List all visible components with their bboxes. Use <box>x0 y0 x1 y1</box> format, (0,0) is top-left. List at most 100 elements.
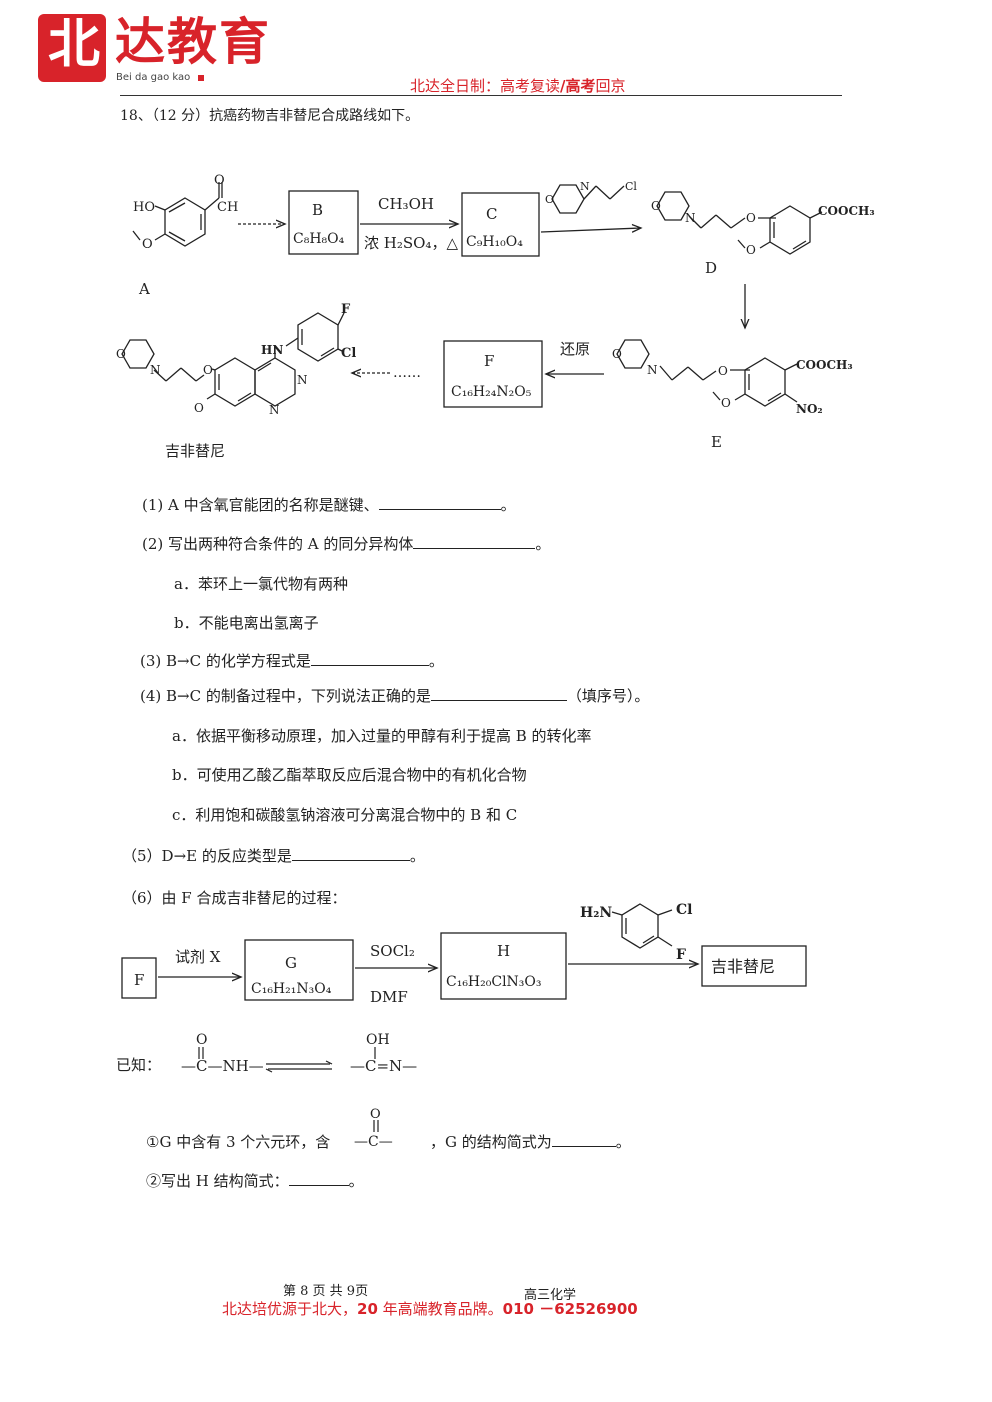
gefitinib-aryl <box>297 312 339 362</box>
reagent-cl: Cl <box>625 180 637 193</box>
e-o-meo: O <box>721 396 731 410</box>
g-hn: HN <box>261 343 283 357</box>
formula-b: C₈H₈O₄ <box>293 231 345 247</box>
gefitinib-benzene <box>214 357 256 407</box>
question-4: (4) B→C 的制备过程中，下列说法正确的是（填序号）。 <box>140 686 650 705</box>
group-o-a: O <box>142 237 153 252</box>
option-2a: a．苯环上一氯代物有两种 <box>174 575 348 593</box>
gefitinib-pyrimidine <box>254 357 296 407</box>
page-number: 第 8 页 共 9页 <box>283 1284 369 1299</box>
known-left: —C—NH— <box>181 1057 264 1075</box>
label-d: D <box>705 259 717 277</box>
e-cooch3: COOCH₃ <box>796 358 853 372</box>
compound-d-morpholine <box>656 191 690 221</box>
question-1: (1) A 中含氧官能团的名称是醚键、。 <box>142 495 516 514</box>
reagent-morpholine-ring <box>551 184 585 214</box>
answer-blank-3[interactable] <box>310 651 429 666</box>
question-2: (2) 写出两种符合条件的 A 的同分异构体。 <box>142 534 551 553</box>
compound-e-ring <box>744 357 786 407</box>
known-oh: OH <box>366 1032 390 1048</box>
g-o-meo: O <box>194 401 204 415</box>
synthesis-scheme-2: F 试剂 X G C₁₆H₂₁N₃O₄ SOCl₂ DMF H C₁₆H₂₀Cl… <box>121 902 807 1006</box>
logo-box <box>38 14 106 82</box>
box-c <box>461 192 540 257</box>
dmf: DMF <box>370 988 408 1006</box>
f-group: F <box>676 947 686 963</box>
answer-blank-6a[interactable] <box>551 1132 616 1147</box>
group-ho: HO <box>133 200 155 215</box>
option-2b: b．不能电离出氢离子 <box>174 614 319 632</box>
e-o-ether: O <box>718 364 728 378</box>
sub-question-1: ，G 的结构简式为。 <box>430 1132 631 1151</box>
question-3: (3) B→C 的化学方程式是。 <box>140 651 444 670</box>
known-right: —C=N— <box>350 1057 417 1075</box>
answer-blank-2[interactable] <box>413 534 536 549</box>
label-a: A <box>138 280 150 298</box>
sub-question-1-pre: ①G 中含有 3 个六元环，含 <box>146 1133 331 1151</box>
s2-product: 吉非替尼 <box>711 957 775 976</box>
carbonyl-c: —C— <box>354 1134 393 1150</box>
logo-pinyin: Bei da gao kao <box>116 72 191 83</box>
socl2: SOCl₂ <box>370 942 415 960</box>
known-label: 已知： <box>116 1056 161 1074</box>
g-n1: N <box>297 373 308 387</box>
answer-blank-4[interactable] <box>430 686 567 701</box>
reagent-n: N <box>580 180 590 193</box>
compound-e-morpholine <box>616 339 650 369</box>
label-c: C <box>486 205 497 223</box>
h2n-group: H₂N <box>580 905 612 921</box>
box-g <box>244 939 354 1001</box>
e-n: N <box>647 363 658 377</box>
compound-a-ring <box>164 197 206 247</box>
question-title: 18、（12 分）抗癌药物吉非替尼合成路线如下。 <box>120 108 420 124</box>
header-divider <box>120 95 842 96</box>
box-h <box>440 932 567 1000</box>
logo-dot <box>198 75 204 81</box>
group-ch: CH <box>217 200 238 215</box>
answer-blank-1[interactable] <box>378 495 501 510</box>
label-e: E <box>711 433 722 451</box>
gefitinib-morpholine <box>121 339 155 369</box>
synthesis-scheme-1: HO CH O O A B C₈H₈O₄ CH₃OH 浓 H₂SO₄，△ C C… <box>116 173 875 460</box>
reagent-top: CH₃OH <box>378 195 434 213</box>
g-o-ether: O <box>203 363 213 377</box>
answer-blank-6b[interactable] <box>288 1171 349 1186</box>
cl-group: Cl <box>676 902 692 918</box>
label-g: G <box>285 954 297 972</box>
g-f: F <box>341 302 351 317</box>
reagent-bottom: 浓 H₂SO₄，△ <box>364 234 458 252</box>
known-o: O <box>196 1032 207 1048</box>
question-5: （5）D→E 的反应类型是。 <box>122 846 425 865</box>
d-o-meo: O <box>746 243 756 257</box>
compound-d-ring <box>769 205 811 255</box>
formula-f: C₁₆H₂₄N₂O₅ <box>451 384 532 400</box>
e-no2: NO₂ <box>796 402 823 416</box>
carbonyl-o: O <box>370 1107 381 1122</box>
answer-blank-5[interactable] <box>291 846 410 861</box>
carbonyl-group: O —C— <box>354 1107 393 1150</box>
e-o-morph: O <box>612 347 622 361</box>
g-o-morph: O <box>116 347 126 361</box>
d-cooch3: COOCH₃ <box>818 204 875 218</box>
sub-question-2: ②写出 H 结构简式：。 <box>146 1171 364 1190</box>
reagent-o: O <box>545 193 554 206</box>
product-name: 吉非替尼 <box>165 442 225 460</box>
label-h: H <box>497 942 510 960</box>
d-n: N <box>685 211 696 225</box>
header-slogan: 北达全日制：高考复读/高考回京 <box>410 77 626 95</box>
formula-h: C₁₆H₂₀ClN₃O₃ <box>446 974 542 990</box>
formula-c: C₉H₁₀O₄ <box>466 234 523 250</box>
question-6: （6）由 F 合成吉非替尼的过程： <box>122 889 347 907</box>
logo-char: 北 <box>47 14 100 75</box>
option-4c: c．利用饱和碳酸氢钠溶液可分离混合物中的 B 和 C <box>172 806 518 824</box>
formula-g: C₁₆H₂₁N₃O₄ <box>251 981 332 997</box>
footer-ad: 北达培优源于北大，20 年高端教育品牌。010 －62526900 <box>222 1300 638 1318</box>
dots: …… <box>393 365 421 381</box>
label-f: F <box>484 352 494 370</box>
g-n-morph: N <box>150 363 161 377</box>
d-o-morph: O <box>651 199 661 213</box>
g-cl: Cl <box>341 346 356 361</box>
d-o-ether: O <box>746 211 756 225</box>
known-equilibrium: 已知： O —C—NH— OH —C=N— <box>116 1032 417 1075</box>
aniline-ring <box>621 903 659 949</box>
